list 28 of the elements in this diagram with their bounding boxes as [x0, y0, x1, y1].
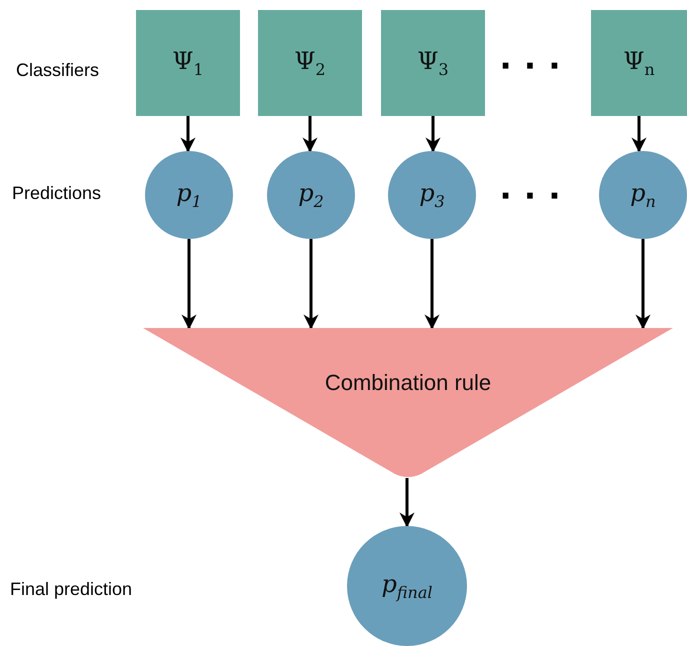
row-label: Final prediction	[10, 579, 132, 600]
classifier-box	[136, 10, 240, 116]
row-label: Classifiers	[16, 60, 100, 81]
arrow	[180, 116, 196, 152]
math-label: Ψ$_{n}$	[623, 47, 655, 79]
math-label: p$_{2}$	[298, 179, 324, 211]
classifier-box	[258, 10, 362, 116]
arrow	[426, 116, 440, 152]
classifier-box	[381, 10, 485, 116]
math-label: Ψ$_{3}$	[417, 47, 449, 79]
row-label: Predictions	[12, 183, 102, 204]
math-label: Ψ$_{2}$	[294, 47, 326, 79]
arrow	[424, 239, 440, 330]
arrow	[302, 116, 318, 152]
math-label: p$_{n}$	[630, 179, 656, 211]
math-label: p$_{final}$	[381, 570, 432, 602]
arrow	[182, 239, 196, 330]
ellipsis: · · ·	[500, 46, 562, 86]
math-label: p$_{1}$	[176, 179, 202, 211]
rule-label: Combination rule	[324, 370, 492, 396]
arrow	[304, 239, 318, 330]
math-label: Ψ$_{1}$	[172, 47, 204, 79]
math-label: p$_{3}$	[419, 179, 445, 211]
arrow	[632, 116, 646, 152]
arrow	[400, 478, 414, 528]
arrow	[636, 239, 650, 330]
ellipsis: · · ·	[500, 176, 562, 216]
classifier-box	[591, 10, 687, 116]
